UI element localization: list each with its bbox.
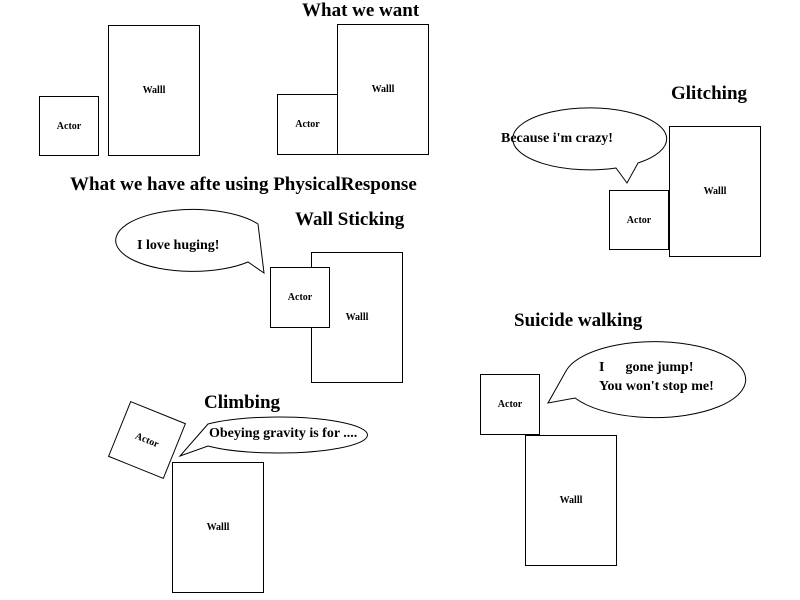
suicide-walking-bubble bbox=[547, 341, 747, 419]
wall-sticking-heading: Wall Sticking bbox=[295, 209, 405, 230]
actor-label: Actor bbox=[497, 399, 523, 410]
what-we-have-heading: What we have afte using PhysicalResponse bbox=[70, 174, 417, 195]
suicide-wall: Walll bbox=[525, 435, 617, 566]
suicide-actor: Actor bbox=[480, 374, 540, 435]
want-actor-1: Actor bbox=[39, 96, 99, 156]
glitching-heading: Glitching bbox=[671, 83, 748, 104]
wall-sticking-actor: Actor bbox=[270, 267, 330, 328]
wall-label: Walll bbox=[142, 85, 166, 96]
climbing-bubble bbox=[178, 416, 368, 458]
wall-label: Walll bbox=[345, 312, 369, 323]
wall-label: Walll bbox=[703, 186, 727, 197]
wall-label: Walll bbox=[371, 84, 395, 95]
wall-label: Walll bbox=[559, 495, 583, 506]
actor-label: Actor bbox=[287, 292, 313, 303]
actor-label: Actor bbox=[295, 119, 320, 130]
suicide-speech-line-1: I gone jump! bbox=[599, 360, 694, 375]
glitching-bubble bbox=[512, 107, 668, 184]
glitching-wall: Walll bbox=[669, 126, 761, 257]
climbing-speech: Obeying gravity is for .... bbox=[209, 426, 358, 441]
wall-sticking-speech: I love huging! bbox=[137, 238, 220, 253]
glitching-speech: Because i'm crazy! bbox=[501, 131, 613, 146]
want-actor-2: Actor bbox=[277, 94, 338, 155]
actor-label: Actor bbox=[133, 430, 161, 450]
climbing-heading: Climbing bbox=[204, 392, 281, 413]
actor-label: Actor bbox=[626, 214, 652, 226]
actor-label: Actor bbox=[56, 120, 82, 132]
wall-sticking-bubble bbox=[115, 208, 265, 275]
what-we-want-heading: What we want bbox=[302, 0, 420, 21]
suicide-speech-line-2: You won't stop me! bbox=[599, 379, 714, 394]
suicide-walking-heading: Suicide walking bbox=[514, 310, 643, 331]
climbing-wall: Walll bbox=[172, 462, 264, 593]
glitching-actor: Actor bbox=[609, 190, 669, 250]
wall-label: Walll bbox=[206, 522, 230, 533]
want-wall-1: Walll bbox=[108, 25, 200, 156]
want-wall-2: Walll bbox=[337, 24, 429, 155]
